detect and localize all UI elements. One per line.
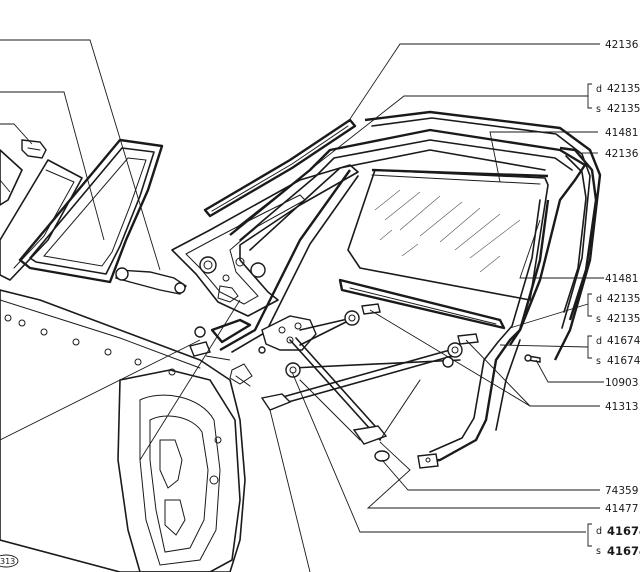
callout-9-part: 41674 bbox=[607, 335, 640, 347]
window-regulator bbox=[260, 303, 479, 445]
callout-16-side: s bbox=[596, 546, 601, 557]
callout-2-side: d bbox=[596, 84, 602, 95]
callout-8-side: s bbox=[596, 314, 601, 325]
retaining-clip bbox=[21, 139, 47, 159]
callout-3-side: s bbox=[596, 104, 601, 115]
callout-15-part: 41674 bbox=[607, 524, 640, 538]
callout-2-part: 42135 bbox=[607, 83, 640, 95]
figure-number: 313 bbox=[0, 557, 15, 566]
callout-4-part: 41481 bbox=[605, 127, 638, 139]
window-channels bbox=[203, 110, 602, 464]
callout-12-part: 41313 bbox=[605, 401, 638, 413]
inner-door-frame bbox=[171, 164, 359, 317]
leader-lines bbox=[0, 39, 604, 572]
callout-14-part: 41477 bbox=[605, 503, 638, 515]
regulator-rollers bbox=[285, 310, 463, 378]
callout-3-part: 42135 bbox=[607, 103, 640, 115]
callout-8-part: 42135 bbox=[607, 313, 640, 325]
callout-6-part: 41481 bbox=[605, 273, 638, 285]
door-glass bbox=[347, 168, 549, 301]
callout-7-part: 42135 bbox=[607, 293, 640, 305]
window-winder-handle bbox=[115, 267, 188, 295]
callout-15-side: d bbox=[596, 526, 602, 537]
callout-1-part: 42136 bbox=[605, 39, 639, 51]
callout-10-side: s bbox=[596, 356, 601, 367]
vent-glass-and-frames bbox=[0, 138, 164, 284]
callout-13-part: 74359 bbox=[605, 485, 638, 497]
callout-9-side: d bbox=[596, 336, 602, 347]
callout-10-part: 41674 bbox=[607, 355, 640, 367]
figure-number-badge: 313 bbox=[0, 554, 19, 568]
callout-16-part: 41674 bbox=[607, 544, 640, 558]
callout-brackets bbox=[587, 83, 592, 547]
panel-holes bbox=[4, 314, 176, 376]
small-hardware bbox=[189, 326, 541, 469]
callout-7-side: d bbox=[596, 294, 602, 305]
callout-5-part: 42136 bbox=[605, 148, 639, 160]
callout-labels: d s d s d s d s 42136 42135 42135 41481 … bbox=[596, 39, 640, 558]
door-panel-shell bbox=[0, 289, 246, 572]
callout-11-part: 10903 bbox=[605, 377, 638, 389]
